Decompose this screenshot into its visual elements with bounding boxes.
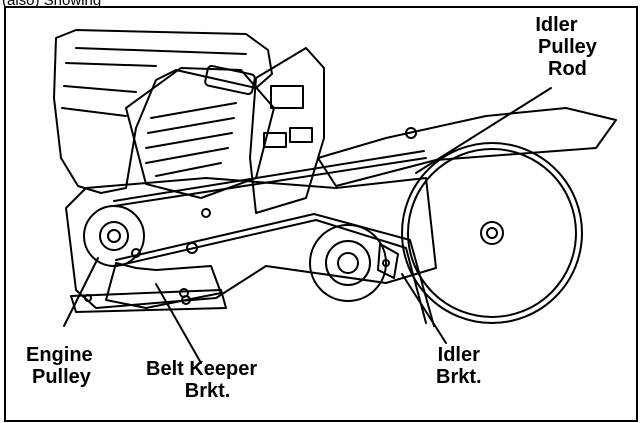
skid-bolt-2 — [84, 294, 92, 302]
belt-housing — [65, 177, 437, 309]
leader-idler-pulley-rod — [415, 87, 552, 174]
engine-shroud — [53, 29, 273, 194]
belt-lower-2 — [115, 213, 435, 327]
diagram-frame: Idler Pulley Rod Engine Pulley Belt Keep… — [4, 6, 638, 422]
cropped-top-caption: (also) Showing — [2, 0, 102, 9]
belt-upper-2 — [113, 150, 425, 202]
base-skid — [70, 289, 227, 313]
label-line: Pulley — [32, 366, 91, 388]
engine-pulley-hub — [107, 229, 121, 243]
label-line: Belt Keeper — [146, 358, 258, 380]
leader-engine-pulley — [63, 257, 99, 327]
label-line: Brkt. — [184, 380, 231, 402]
label-line: Idler — [535, 14, 578, 36]
drive-pulley-axle — [486, 227, 498, 239]
fuel-cap — [204, 64, 256, 96]
label-line: Rod — [548, 58, 587, 80]
deck-bolt — [405, 127, 417, 139]
engine-shroud-detail — [61, 47, 247, 117]
label-idler-pulley-rod: Idler Pulley Rod — [516, 14, 597, 80]
drive-pulley-outer — [401, 142, 583, 324]
idler-pulley-outer — [309, 224, 387, 302]
panel-switch — [263, 132, 287, 148]
gear-case — [105, 262, 222, 309]
idler-bracket — [377, 243, 399, 279]
idler-bracket-bolt — [382, 259, 390, 267]
panel-display — [270, 85, 304, 109]
label-line: Pulley — [538, 36, 597, 58]
label-line: Idler — [437, 344, 480, 366]
drive-pulley-rim — [407, 148, 577, 318]
leader-idler-brkt — [401, 273, 447, 344]
panel-switch-2 — [289, 127, 313, 143]
label-idler-brkt: Idler Brkt. — [436, 344, 482, 388]
skid-bolt — [181, 295, 191, 305]
engine-pulley-inner — [99, 221, 129, 251]
idler-pulley-hub — [337, 252, 359, 274]
belt-upper — [113, 157, 427, 207]
gear-bolt-1 — [131, 248, 141, 258]
gear-bolt-3 — [201, 208, 211, 218]
cooling-fins — [145, 102, 237, 177]
leader-belt-keeper — [155, 283, 202, 364]
tiller-deck — [317, 107, 617, 187]
label-line: Engine — [26, 344, 93, 366]
label-engine-pulley: Engine Pulley — [26, 344, 93, 388]
belt-lower — [115, 219, 427, 324]
label-line: Brkt. — [436, 366, 482, 388]
idler-pulley-mid — [325, 240, 371, 286]
drive-pulley-hub — [480, 221, 504, 245]
engine-belt-drawing — [53, 29, 617, 364]
label-belt-keeper-brkt: Belt Keeper Brkt. — [146, 358, 257, 402]
